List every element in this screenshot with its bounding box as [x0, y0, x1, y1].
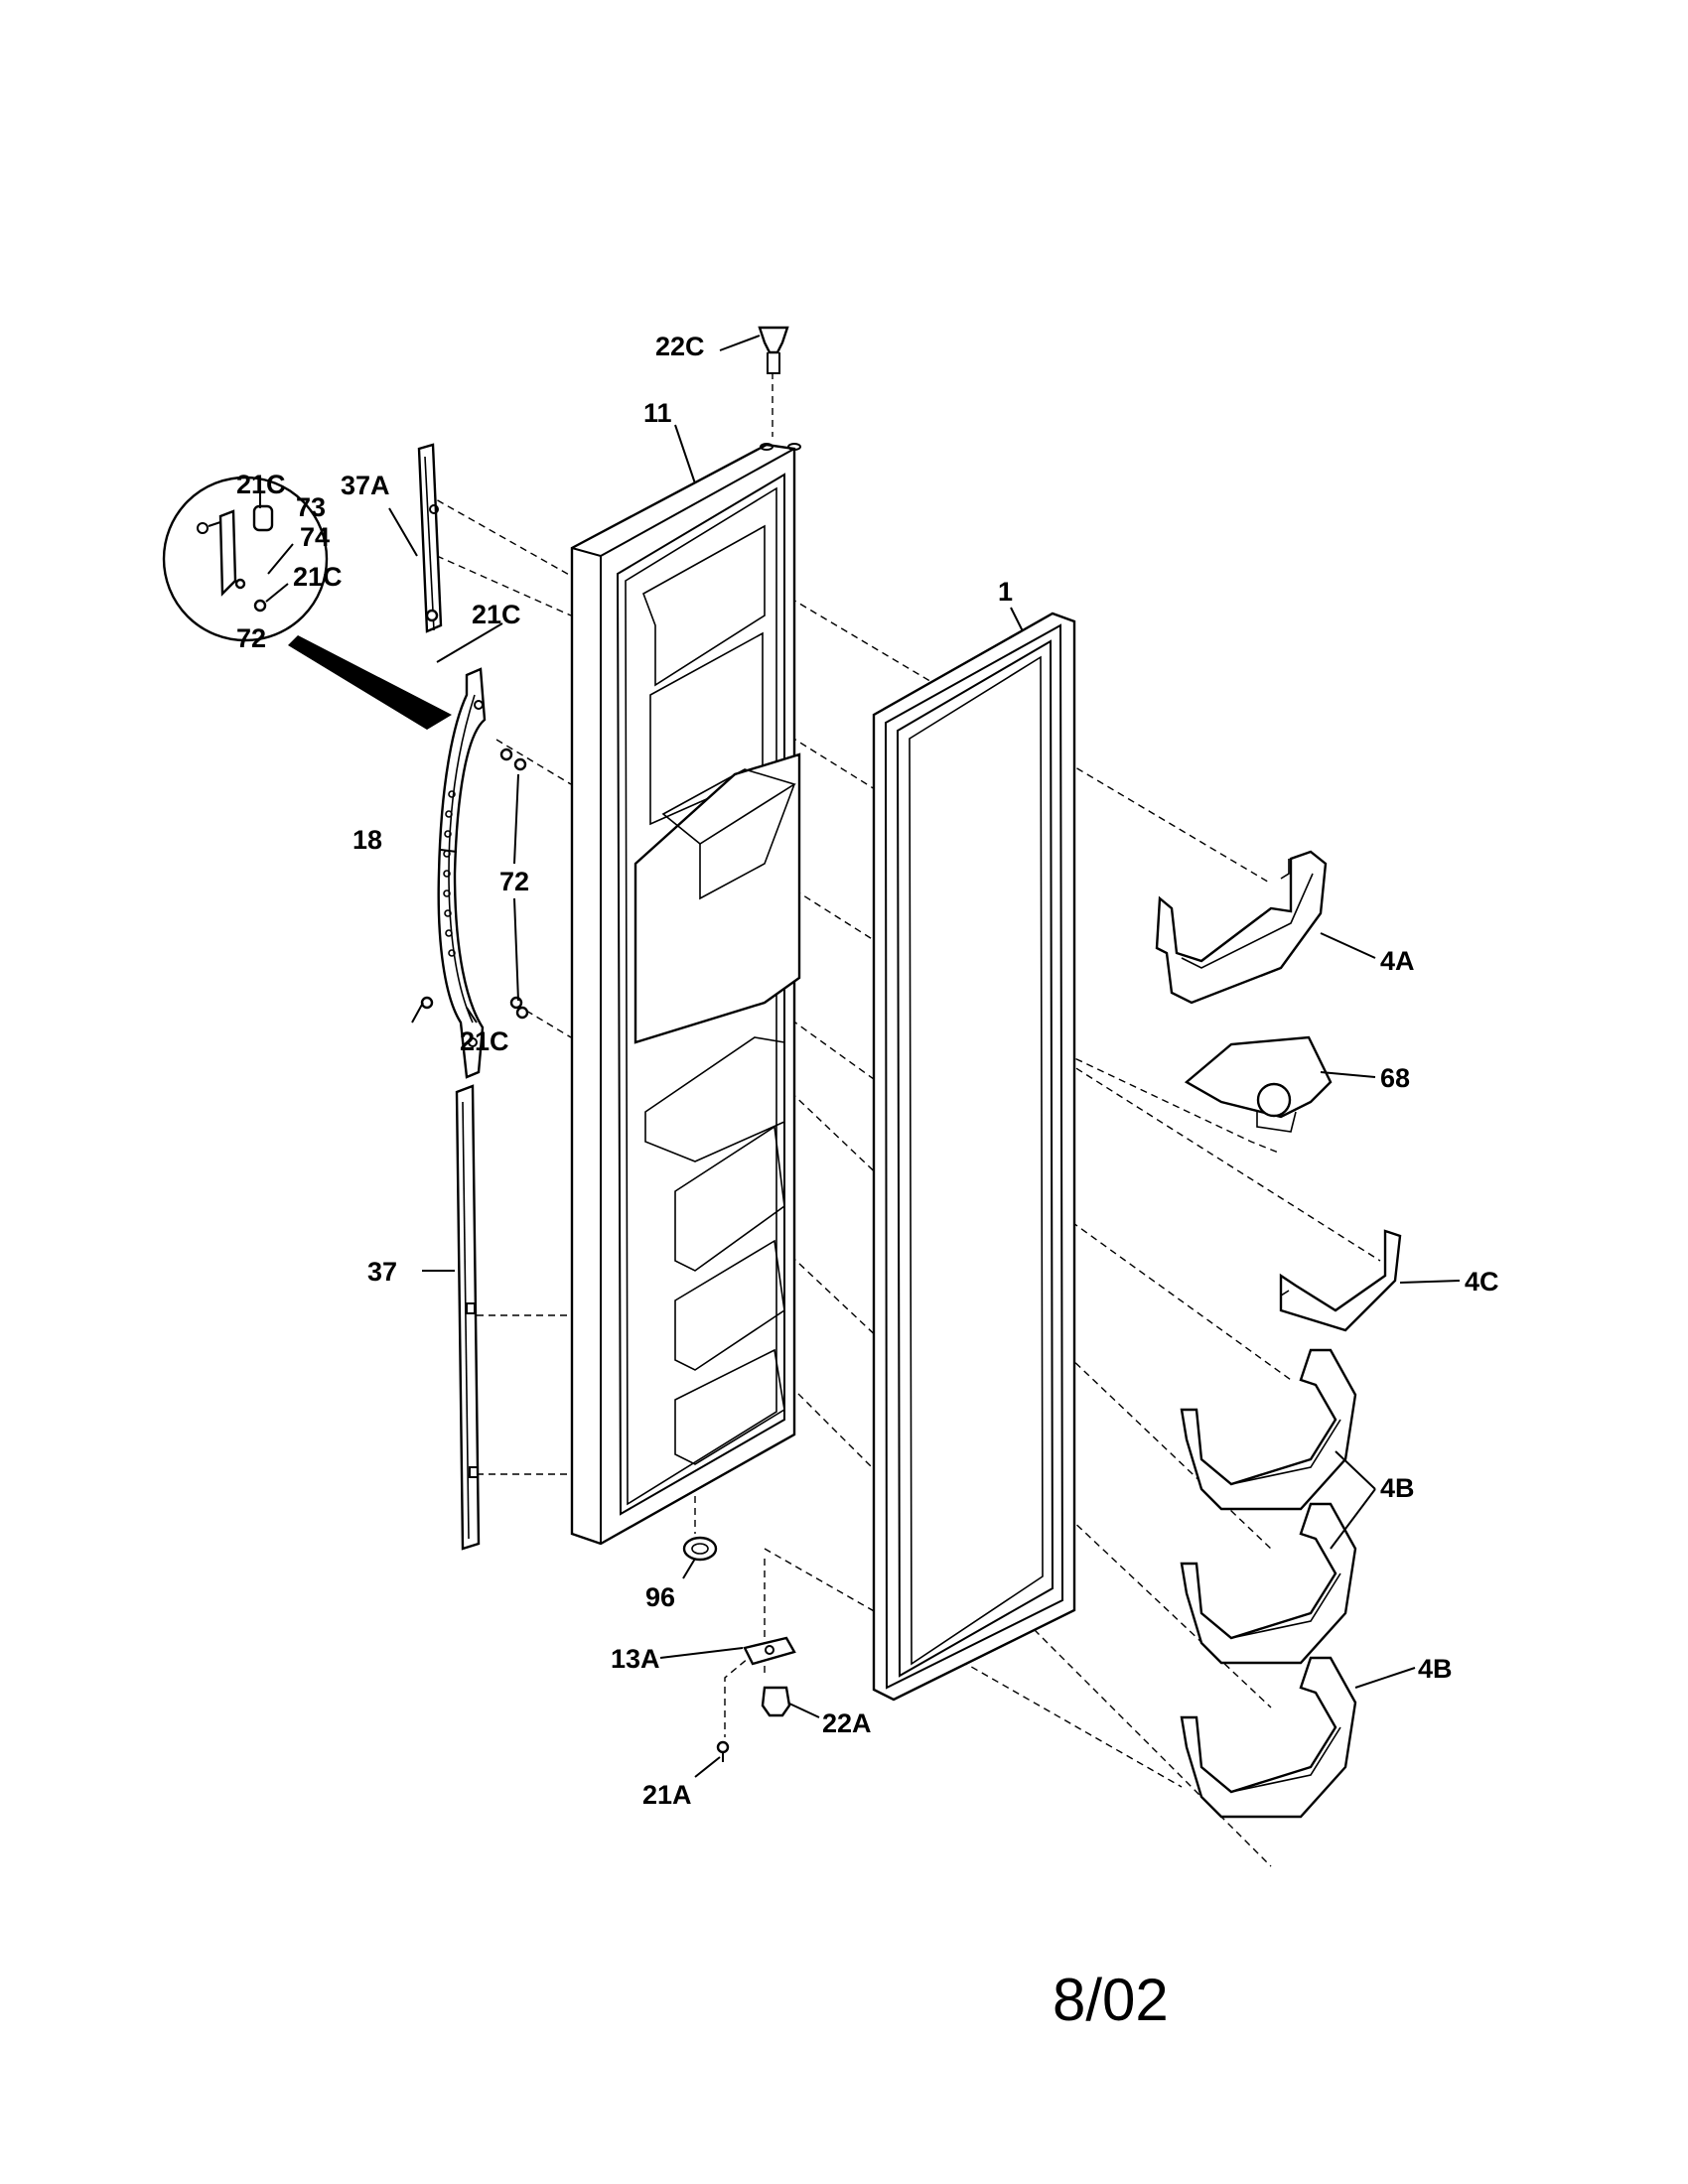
callout-21C-upper: 21C — [472, 600, 521, 629]
callout-22A: 22A — [822, 1708, 872, 1738]
callout-4C: 4C — [1465, 1267, 1499, 1297]
door-handle — [437, 667, 487, 1079]
egg-tray-68 — [1184, 1035, 1333, 1133]
callout-74: 74 — [300, 522, 330, 552]
bin-4A — [1155, 850, 1328, 1005]
hinge-13A — [743, 1636, 796, 1666]
screw-21A — [716, 1740, 730, 1762]
hinge-pin-22A — [761, 1686, 791, 1717]
callout-4B-a: 4B — [1380, 1473, 1415, 1503]
callout-21A: 21A — [642, 1780, 692, 1810]
handle-rivets — [443, 790, 456, 957]
callout-72-inset: 72 — [236, 623, 266, 653]
callout-1: 1 — [998, 577, 1013, 607]
date-code: 8/02 — [1053, 1967, 1169, 2033]
callout-11: 11 — [643, 398, 672, 428]
door-gasket — [872, 612, 1076, 1702]
callout-37A: 37A — [341, 471, 390, 500]
bin-4B-2 — [1180, 1502, 1357, 1665]
callout-72: 72 — [499, 867, 529, 896]
upper-trim-strip — [417, 443, 443, 633]
lower-trim-strip — [455, 1084, 481, 1551]
callout-96: 96 — [645, 1582, 675, 1612]
bin-4B-3 — [1180, 1656, 1357, 1819]
callout-18: 18 — [352, 825, 382, 855]
plug-96 — [682, 1536, 718, 1562]
screws-upper — [420, 609, 529, 1020]
callout-21C-inset-a: 21C — [236, 470, 286, 499]
detail-inset — [162, 476, 452, 730]
bin-4C — [1279, 1229, 1402, 1332]
callout-73: 73 — [296, 492, 326, 522]
top-hinge-pin — [758, 326, 789, 374]
callout-37: 37 — [367, 1257, 397, 1287]
door-assembly — [570, 443, 801, 1546]
callout-68: 68 — [1380, 1063, 1410, 1093]
callout-21C-inset-b: 21C — [293, 562, 343, 592]
callout-13A: 13A — [611, 1644, 660, 1674]
callout-4A: 4A — [1380, 946, 1415, 976]
leader-lines — [259, 335, 1461, 1778]
bin-4B-1 — [1180, 1348, 1357, 1511]
callout-labels: 22C 11 37A 21C 73 74 21C 72 21C 18 72 21… — [236, 332, 1499, 1810]
callout-22C-top: 22C — [655, 332, 705, 361]
callout-21C-lower: 21C — [460, 1026, 509, 1056]
callout-4B-b: 4B — [1418, 1654, 1453, 1684]
